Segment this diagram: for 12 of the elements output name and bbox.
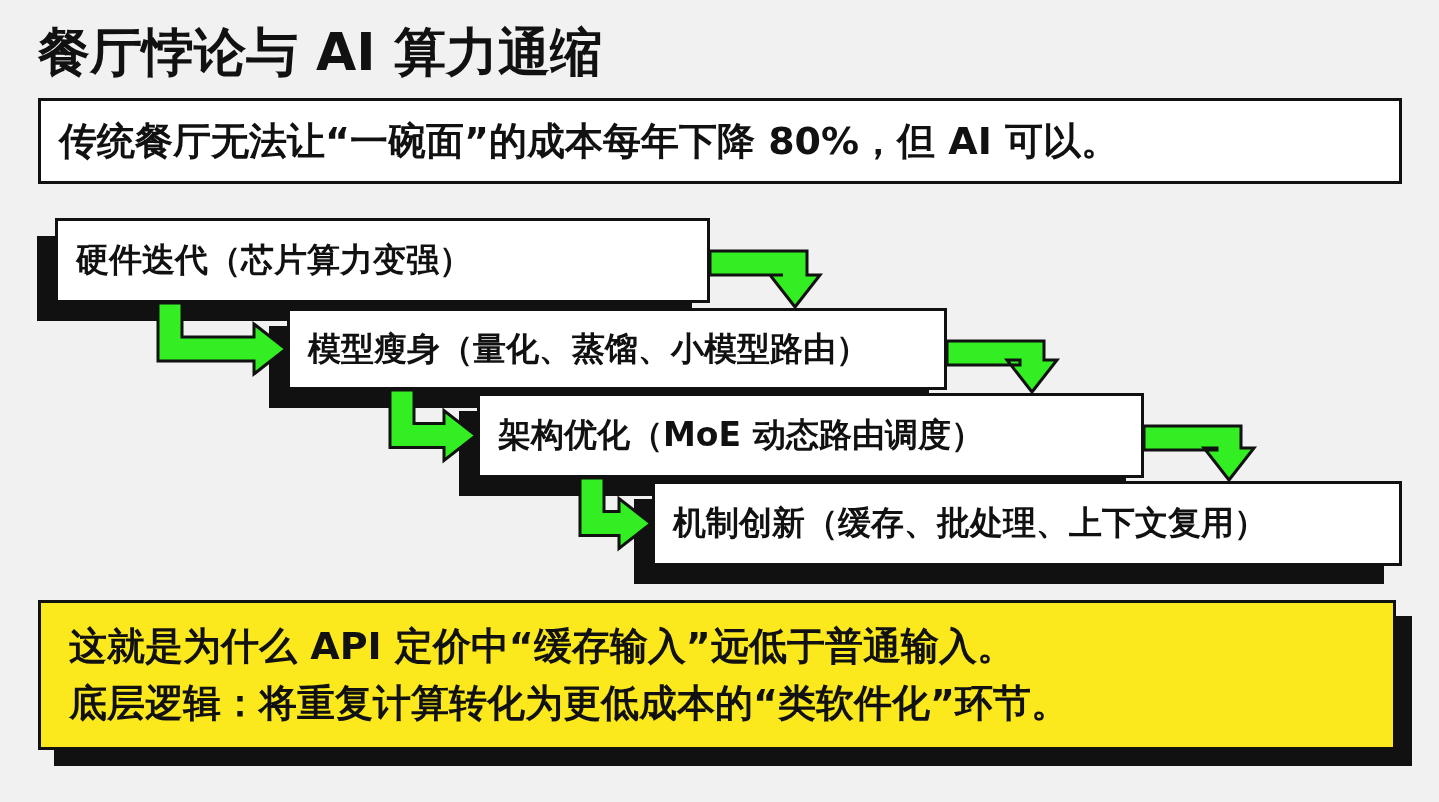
note-text: 底层逻辑：将重复计算转化为更低成本的“类软件化”环节。 bbox=[69, 680, 1070, 727]
arrow bbox=[945, 339, 1061, 395]
title: 餐厅悖论与 AI 算力通缩 bbox=[38, 21, 602, 84]
step-text: 架构优化（MoE 动态路由调度） bbox=[498, 414, 985, 456]
arrow bbox=[1142, 424, 1258, 483]
arrow bbox=[708, 249, 824, 310]
note-text: 这就是为什么 API 定价中“缓存输入”远低于普通输入。 bbox=[69, 623, 1016, 670]
headline-box bbox=[38, 98, 1402, 184]
step-text: 模型瘦身（量化、蒸馏、小模型路由） bbox=[308, 327, 870, 370]
headline-text: 传统餐厅无法让“一碗面”的成本每年下降 80%，但 AI 可以。 bbox=[59, 117, 1121, 165]
step-text: 硬件迭代（芯片算力变强） bbox=[76, 239, 473, 281]
step-text: 机制创新（缓存、批处理、上下文复用） bbox=[673, 502, 1268, 544]
